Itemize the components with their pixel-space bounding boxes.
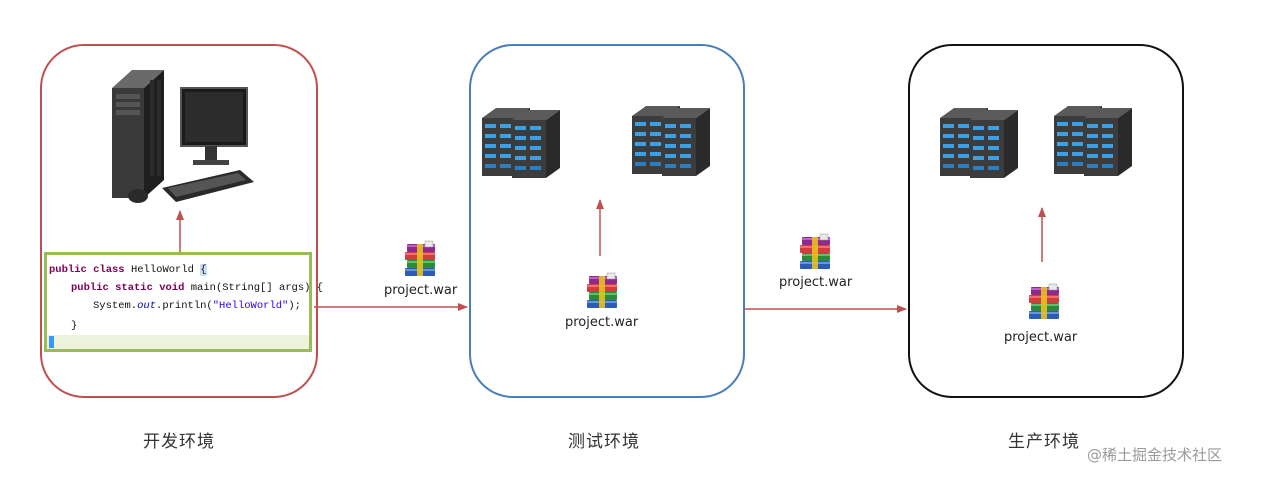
winrar-archive-icon [799, 233, 831, 270]
code-text: System. [93, 300, 138, 312]
code-field: out [137, 300, 157, 312]
code-editor-snippet: public class HelloWorld { public static … [44, 252, 323, 352]
prod-environment-box [908, 44, 1184, 398]
code-class-name: HelloWorld [130, 264, 194, 276]
code-brace: { [200, 264, 207, 276]
code-line-3: System.out.println("HelloWorld"); [93, 299, 301, 313]
winrar-archive-icon [404, 240, 436, 277]
code-footer-bar [47, 335, 309, 349]
code-text: .println( [156, 300, 213, 312]
war-label-transfer-dev-test: project.war [384, 283, 458, 298]
war-label-test: project.war [565, 315, 639, 330]
code-text: ); [288, 300, 301, 312]
dev-environment-label: 开发环境 [143, 432, 215, 452]
war-label-transfer-test-prod: project.war [779, 275, 853, 290]
code-line-4: } [71, 320, 78, 332]
desktop-computer-icon [112, 70, 254, 203]
prod-environment-label: 生产环境 [1008, 432, 1080, 452]
text-caret [49, 336, 54, 348]
code-line-2: public static void main(String[] args) { [71, 281, 323, 295]
watermark: @稀土掘金技术社区 [1087, 446, 1223, 464]
code-string: "HelloWorld" [212, 300, 289, 312]
dev-environment-box [40, 44, 318, 398]
test-environment-box [469, 44, 745, 398]
code-line-1: public class HelloWorld { [49, 263, 207, 277]
code-keyword: public class [49, 264, 125, 276]
war-label-prod: project.war [1004, 330, 1078, 345]
code-method-sig: main(String[] args) { [190, 282, 324, 294]
code-keyword: public static void [71, 282, 185, 294]
test-environment-label: 测试环境 [568, 432, 640, 452]
